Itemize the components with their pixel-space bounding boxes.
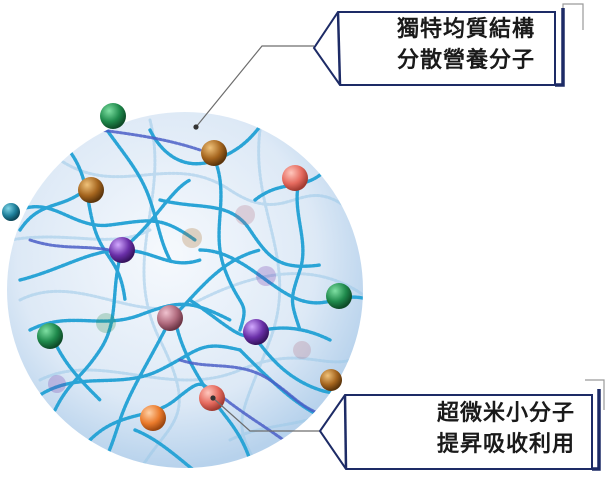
molecule-green-left [37, 323, 63, 349]
callout-top-line1: 獨特均質結構 [396, 17, 535, 42]
leader-line-top [195, 45, 314, 128]
callout-bottom-box [318, 379, 605, 471]
molecule-coral-top-right [282, 165, 308, 191]
molecule-purple-left [109, 237, 135, 263]
molecule-brown-right-edge [320, 369, 342, 391]
molecule-teal-left-edge [2, 203, 20, 221]
molecule-green-right [326, 283, 352, 309]
molecule-mauve-center [157, 305, 183, 331]
molecule-brown-top [201, 140, 227, 166]
molecule-brown-left [78, 177, 104, 203]
leader-lines [193, 45, 320, 432]
molecule-purple-center [243, 319, 269, 345]
callout-top-line2: 分散營養分子 [396, 48, 535, 73]
callout-top-label: 獨特均質結構 分散營養分子 [330, 14, 535, 76]
molecules [2, 103, 352, 431]
callout-bottom-line2: 提昇吸收利用 [436, 432, 575, 457]
molecule-green-top [100, 103, 126, 129]
callout-bottom-line1: 超微米小分子 [436, 401, 575, 426]
callout-top-box [312, 3, 584, 87]
callout-bottom-label: 超微米小分子 提昇吸收利用 [335, 398, 575, 460]
leader-line-bottom [212, 397, 320, 432]
molecule-orange-bottom [140, 405, 166, 431]
